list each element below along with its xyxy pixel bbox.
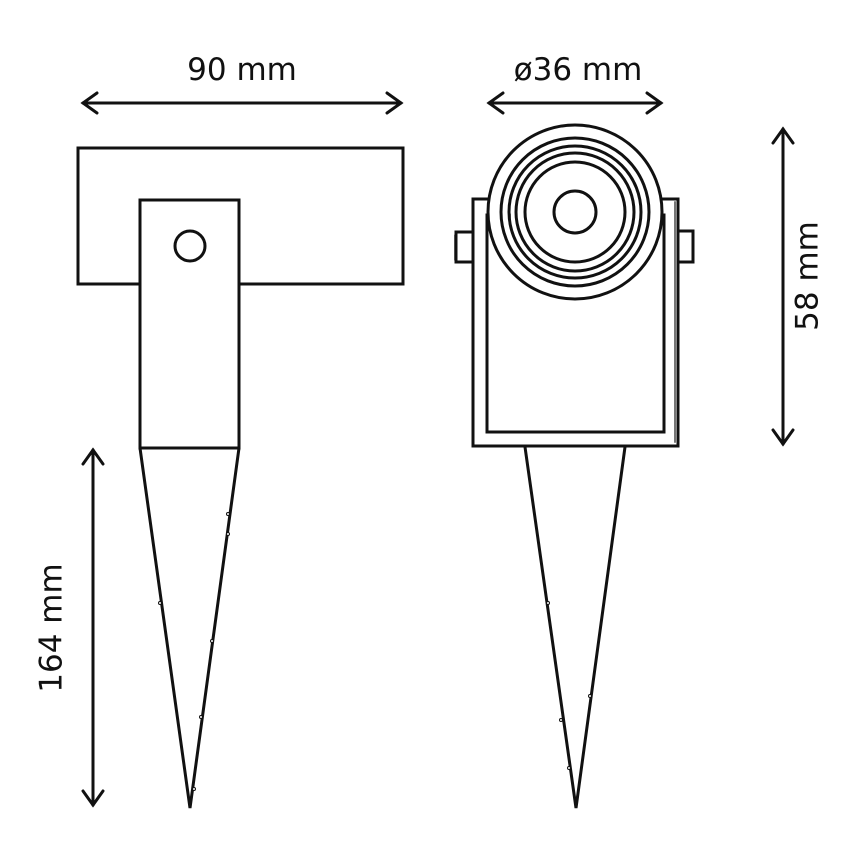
lamp-head-outer [486, 123, 664, 301]
width-label: 90 mm [187, 52, 297, 88]
diameter-label: ø36 mm [513, 52, 643, 88]
lens [552, 189, 598, 235]
body-tab [138, 198, 241, 450]
ground-spike-front [523, 445, 627, 809]
spike-texture-dots [158, 512, 592, 791]
lamp-ring-2 [507, 144, 643, 280]
side-view [76, 146, 405, 809]
right-knob [676, 229, 695, 264]
front-view [454, 123, 695, 809]
diameter-dimension-arrow [486, 91, 664, 115]
head-height-dimension-arrow [771, 126, 795, 447]
lamp-ring-3 [514, 151, 636, 273]
head-height-label: 58 mm [789, 221, 826, 331]
width-dimension-arrow [80, 91, 404, 115]
spike-length-dimension-arrow [81, 447, 105, 808]
lamp-ring-4 [523, 160, 627, 264]
lamp-ring-1 [499, 136, 651, 288]
pivot-hole [173, 229, 207, 263]
left-knob [454, 230, 475, 264]
spike-length-label: 164 mm [33, 563, 70, 693]
ground-spike [138, 446, 241, 809]
